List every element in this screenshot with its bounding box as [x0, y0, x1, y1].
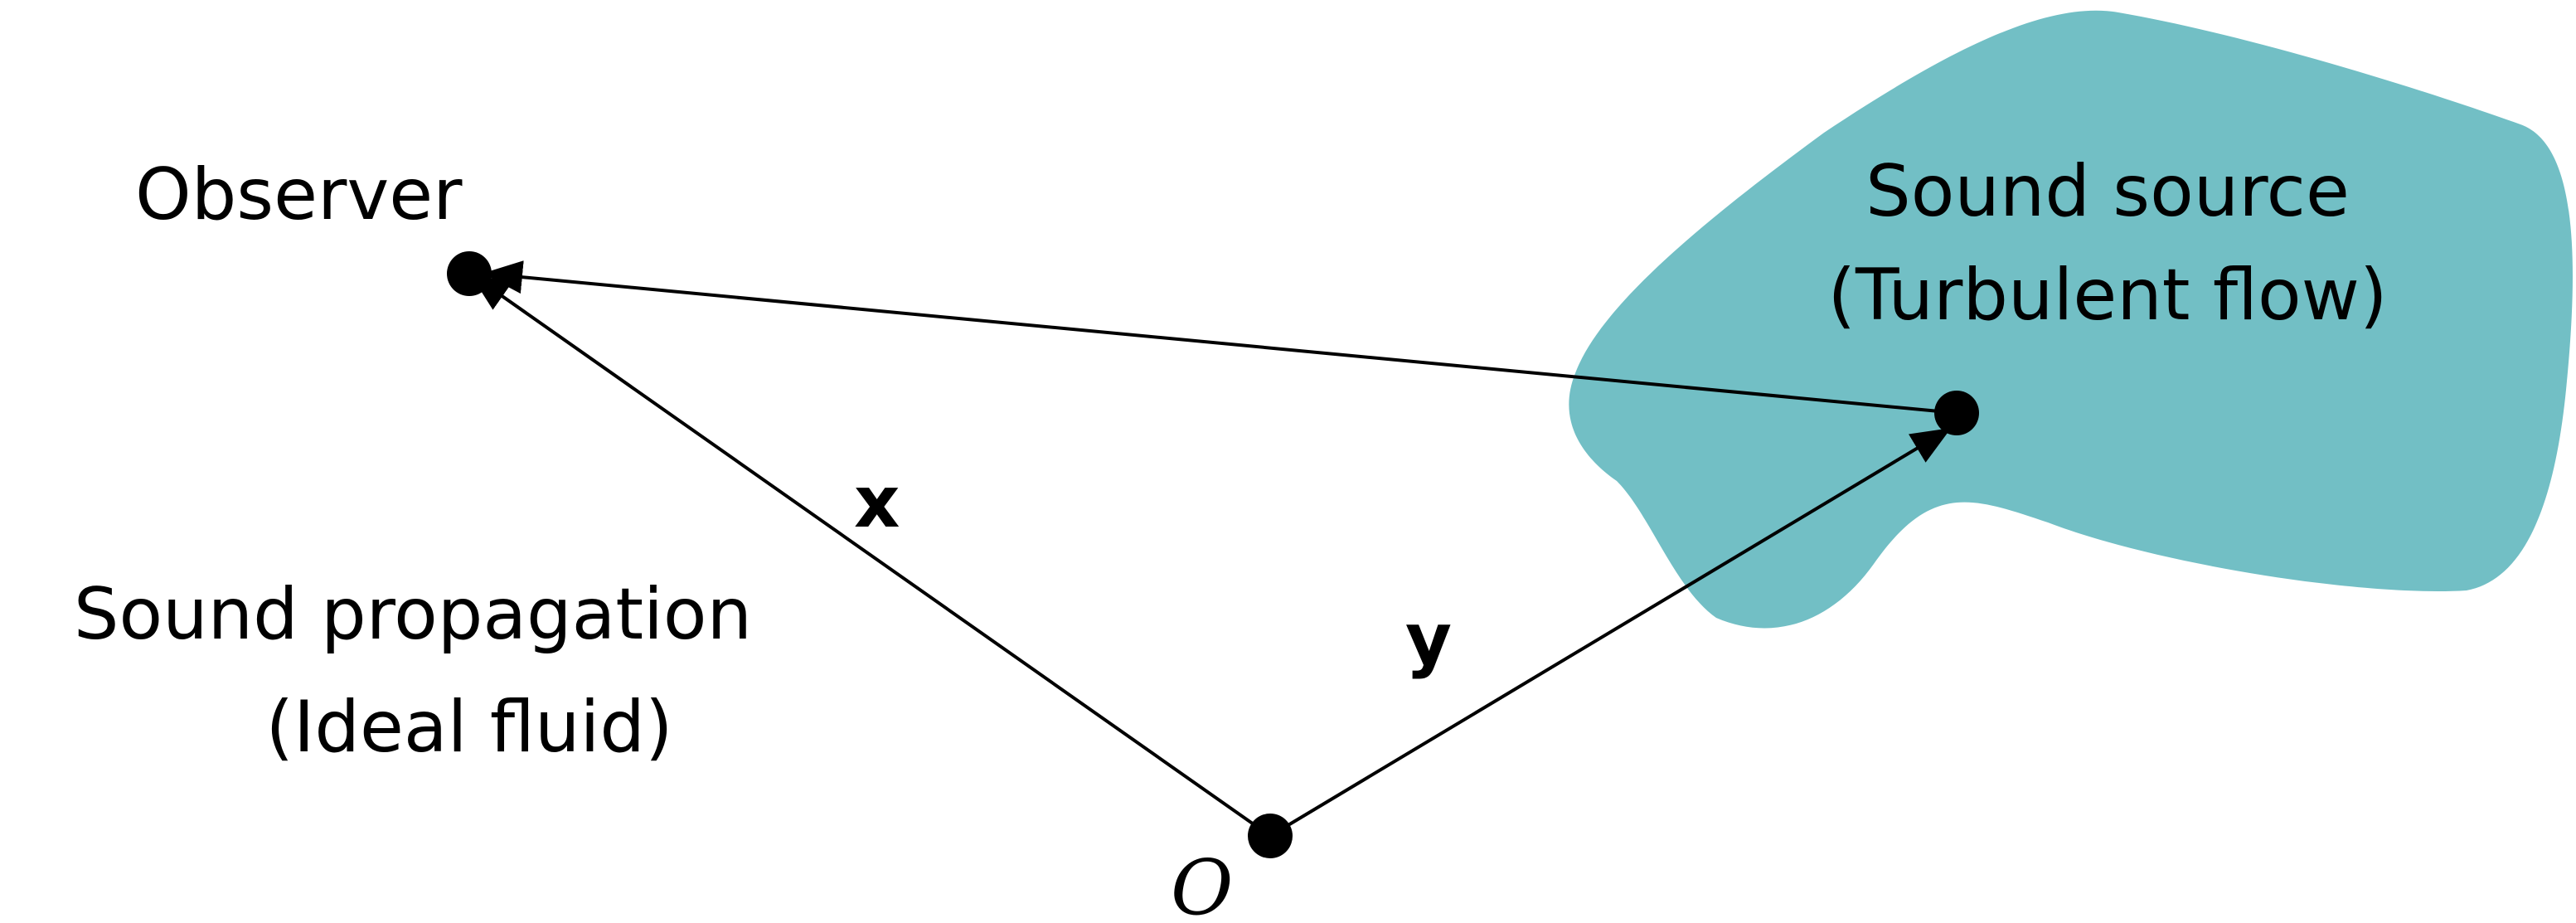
source-point — [1934, 391, 1979, 435]
vector-x-arrow — [469, 273, 1272, 838]
observer-label: Observer — [135, 153, 463, 236]
propagation-label-line1: Sound propagation — [74, 573, 752, 656]
source-label-line1: Sound source — [1865, 150, 2350, 233]
vector-y-arrow — [1269, 427, 1952, 838]
propagation-label-line2: (Ideal fluid) — [265, 686, 672, 769]
vector-y-label: y — [1405, 598, 1452, 681]
vector-x-label: x — [854, 461, 900, 544]
propagation-arrow — [483, 260, 1957, 415]
source-label-line2: (Turbulent flow) — [1827, 254, 2387, 337]
sound-source-region — [1569, 10, 2573, 629]
origin-label: O — [1171, 843, 1233, 923]
origin-point — [1248, 814, 1293, 858]
observer-point — [447, 251, 492, 296]
